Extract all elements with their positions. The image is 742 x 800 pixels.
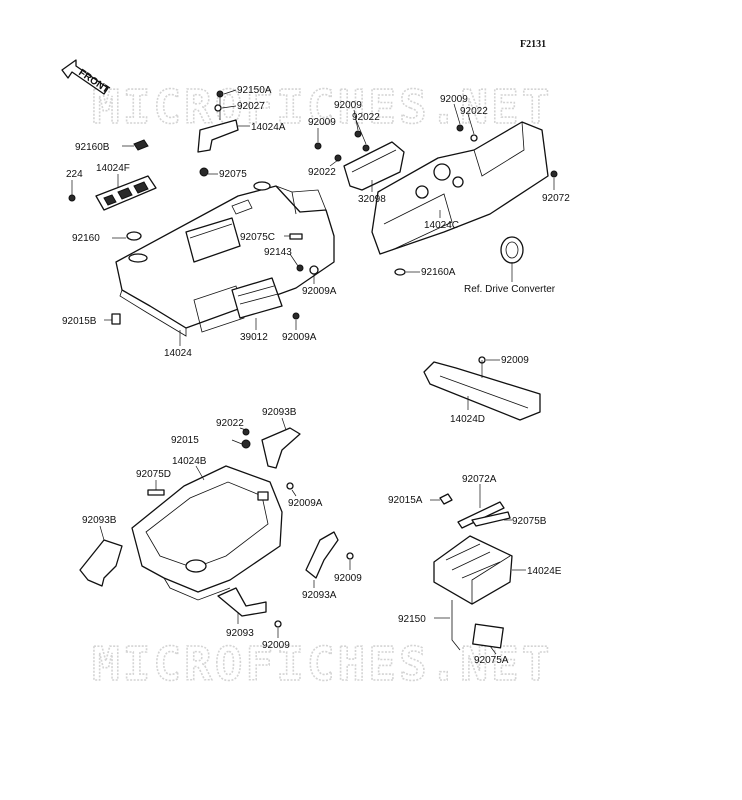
callout-92075: 92075 [219, 169, 247, 180]
part-92009A-screw-tray [286, 482, 294, 490]
part-92015-nut [241, 439, 251, 449]
callout-32098: 32098 [358, 194, 386, 205]
callout-92022-d: 92022 [216, 418, 244, 429]
part-92015B-clip [111, 313, 121, 325]
callout-92009A-b: 92009A [282, 332, 317, 343]
callout-92009-a: 92009 [334, 100, 362, 111]
callout-92022-c: 92022 [460, 106, 488, 117]
part-14024F-panel [95, 175, 157, 211]
callout-92022-b: 92022 [308, 167, 336, 178]
callout-92009A-c: 92009A [288, 498, 323, 509]
drive-converter-ring-icon [500, 236, 524, 264]
part-92150-hose [451, 600, 461, 651]
callout-92075A: 92075A [474, 655, 509, 666]
part-14024-front-cover [115, 181, 335, 337]
part-92009A-screw [309, 265, 319, 275]
callout-14024C: 14024C [424, 220, 459, 231]
part-14024D-plate [423, 356, 541, 421]
watermark-bottom: MICROFICHES.NET [92, 637, 552, 691]
callout-92075B: 92075B [512, 516, 547, 527]
callout-92009-b: 92009 [308, 117, 336, 128]
callout-14024A: 14024A [251, 122, 286, 133]
part-92072A-strap [457, 501, 505, 529]
part-92093B-bracket-left [79, 539, 123, 587]
part-14024A-bracket [197, 90, 239, 177]
callout-14024D: 14024D [450, 414, 485, 425]
part-92160-grommet [126, 231, 142, 241]
callout-224: 224 [66, 169, 83, 180]
part-92022-washer [242, 428, 250, 436]
part-92015A-nut [439, 493, 453, 505]
part-14024E-box [433, 535, 513, 605]
callout-92160A: 92160A [421, 267, 456, 278]
part-92075D-pad [147, 489, 165, 496]
callout-92093B-left: 92093B [82, 515, 117, 526]
part-92160B-clip [133, 139, 149, 151]
part-92075B-strap [471, 511, 511, 527]
callout-14024: 14024 [164, 348, 192, 359]
callout-92009A-a: 92009A [302, 286, 337, 297]
callout-92022-a: 92022 [352, 112, 380, 123]
callout-92015A: 92015A [388, 495, 423, 506]
part-14024B-tray [131, 465, 283, 601]
callout-14024B: 14024B [172, 456, 207, 467]
callout-92075C: 92075C [240, 232, 275, 243]
part-92093A-bracket [305, 531, 339, 579]
reference-note: Ref. Drive Converter [464, 284, 556, 295]
part-92009-screw-tray-bottom [274, 620, 282, 628]
callout-92150: 92150 [398, 614, 426, 625]
callout-92015: 92015 [171, 435, 199, 446]
callout-92150A: 92150A [237, 85, 272, 96]
callout-92015B: 92015B [62, 316, 97, 327]
callout-14024F: 14024F [96, 163, 130, 174]
callout-92072A: 92072A [462, 474, 497, 485]
front-arrow-icon: FRONT [61, 59, 111, 96]
part-92009A-screw-lower [292, 312, 300, 320]
callout-92143: 92143 [264, 247, 292, 258]
part-14024C-rear-cover [371, 121, 558, 255]
callout-92093A: 92093A [302, 590, 337, 601]
callout-14024E: 14024E [527, 566, 562, 577]
part-92143-collar [296, 264, 304, 272]
part-92093B-bracket-top [261, 427, 301, 469]
part-92075C-pad [289, 233, 303, 240]
callout-92072: 92072 [542, 193, 570, 204]
callout-92093: 92093 [226, 628, 254, 639]
callout-92009-e: 92009 [334, 573, 362, 584]
callout-labels: 92150A 92027 14024A 92075 92160B 14024F … [62, 85, 570, 666]
callout-92160B: 92160B [75, 142, 110, 153]
callout-92027: 92027 [237, 101, 265, 112]
callout-92009-d: 92009 [501, 355, 529, 366]
part-92075A-pad [472, 623, 504, 649]
callout-92009-c: 92009 [440, 94, 468, 105]
part-39012-grille [231, 277, 283, 319]
part-32098-bracket [314, 130, 405, 191]
part-224-screw [68, 194, 76, 202]
callout-92009-f: 92009 [262, 640, 290, 651]
callout-39012: 39012 [240, 332, 268, 343]
part-92093-bracket [217, 587, 267, 617]
part-92009-screw-tray-right [346, 552, 354, 560]
part-92160A-cap [394, 268, 406, 276]
watermark-top: MICROFICHES.NET [92, 80, 552, 134]
callout-92093B-top: 92093B [262, 407, 297, 418]
figure-code: F2131 [520, 39, 546, 50]
callout-92160: 92160 [72, 233, 100, 244]
callout-92075D: 92075D [136, 469, 171, 480]
